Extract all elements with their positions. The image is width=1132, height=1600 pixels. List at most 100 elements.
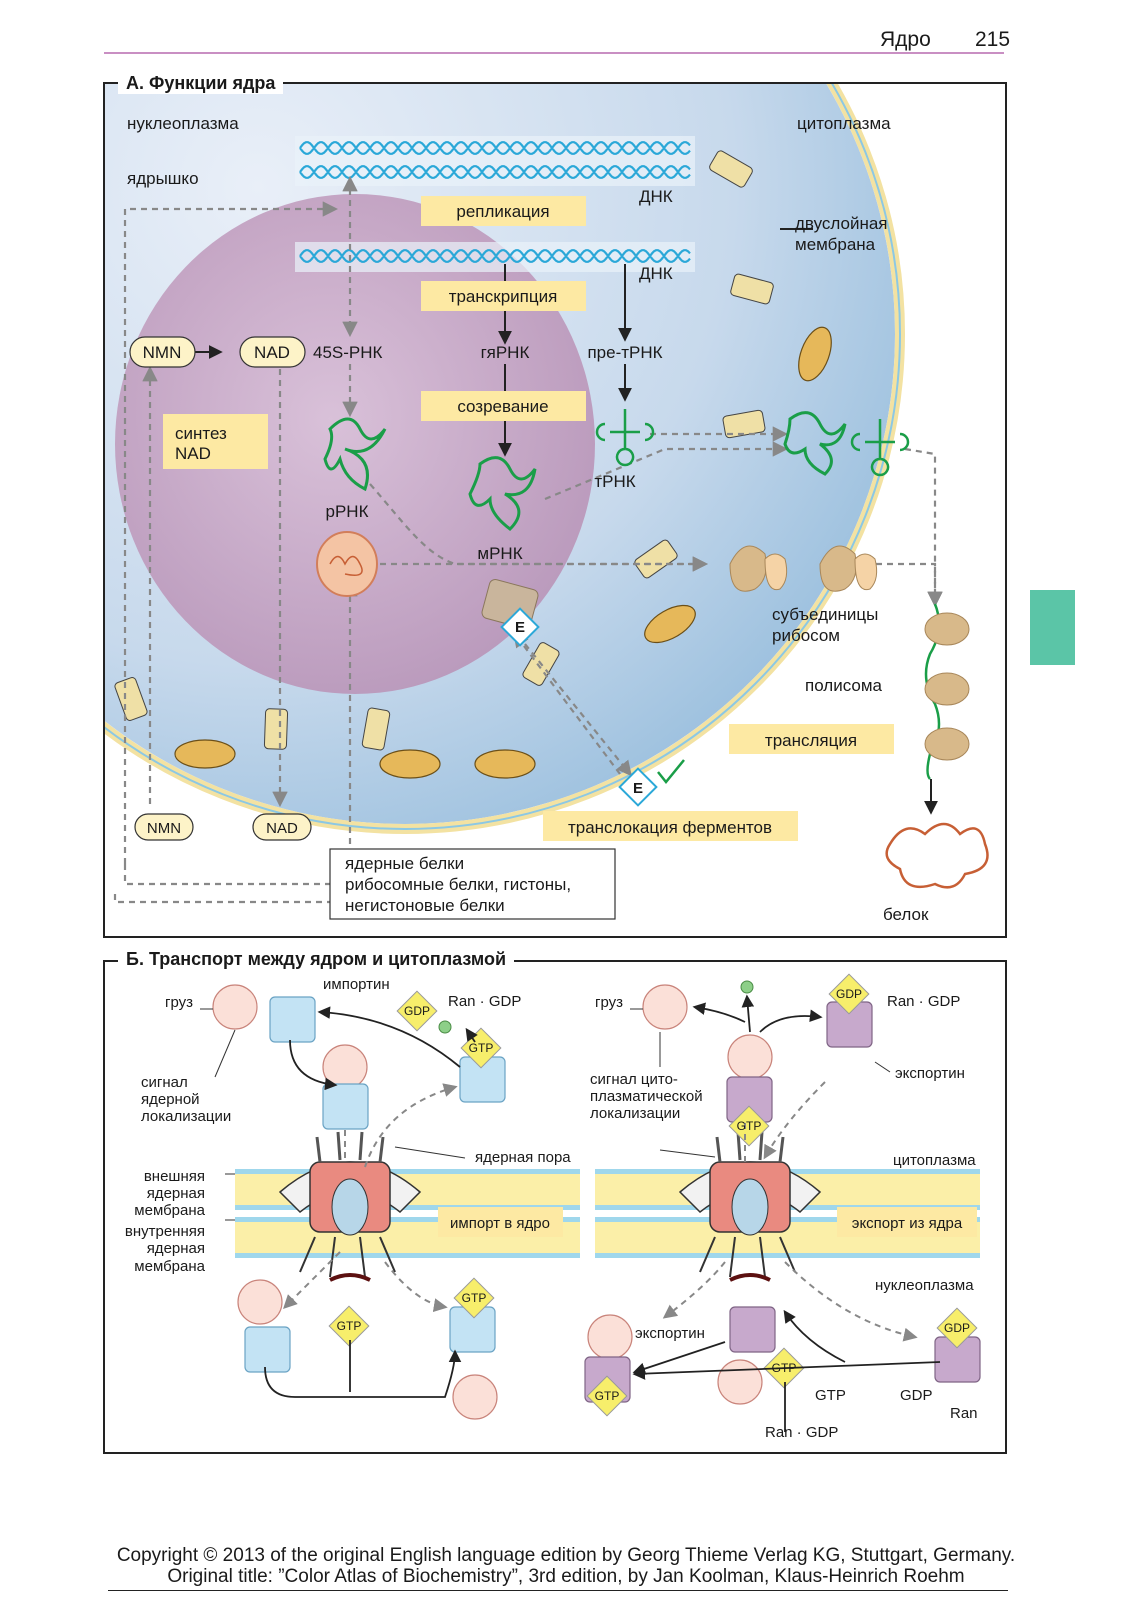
phosphate-right xyxy=(740,980,754,994)
polysome-ribosome-1 xyxy=(924,612,970,646)
cargo-nucleus-left xyxy=(237,1279,283,1325)
cytoplasmic-trna-clover xyxy=(850,419,910,477)
export-label: экспорт из ядра xyxy=(852,1215,963,1232)
nmn-cytoplasm-label: NMN xyxy=(147,820,181,837)
enzyme-diamond-1 xyxy=(500,607,540,647)
panel-b: груз импортин Ran · GDP сигнал ядерной л… xyxy=(103,960,1007,1454)
nes-label-2: плазматической xyxy=(590,1088,703,1105)
nucleolus-body xyxy=(115,194,595,694)
transcription-label: транскрипция xyxy=(449,287,558,306)
gtp-text-nucleus-right: GTP xyxy=(772,1361,797,1375)
copyright-line: Copyright © 2013 of the original English… xyxy=(116,1545,1016,1566)
panel-a-title: А. Функции ядра xyxy=(118,73,284,94)
dna-label-top: ДНК xyxy=(639,187,673,206)
proteins-label-1: ядерные белки xyxy=(345,854,464,873)
nad-synthesis-label-1: синтез xyxy=(175,424,227,443)
replication-box xyxy=(421,196,586,226)
gtp-text-exportin: GTP xyxy=(737,1119,762,1133)
proteins-label-3: негистоновые белки xyxy=(345,896,505,915)
panel-b-title: Б. Транспорт между ядром и цитоплазмой xyxy=(118,949,515,970)
importin-nucleus xyxy=(244,1326,291,1373)
check-mark xyxy=(657,759,685,784)
chapter-tab xyxy=(1030,590,1075,665)
polysome-ribosome-2 xyxy=(924,672,970,706)
large-subunit-1 xyxy=(729,545,767,592)
original-title-line: Original title: ”Color Atlas of Biochemi… xyxy=(167,1566,965,1587)
gdp-text-right: GDP xyxy=(836,987,862,1001)
outer-membrane-label-3: мембрана xyxy=(134,1202,205,1219)
protein-label: белок xyxy=(883,905,929,924)
nls-label-1: сигнал xyxy=(141,1074,188,1091)
large-subunit-2 xyxy=(819,545,857,592)
hnrna-label: гяРНК xyxy=(481,343,530,362)
importin-cargo xyxy=(322,1083,369,1130)
gtp-text-left: GTP xyxy=(469,1041,494,1055)
cytoplasm-label-b: цитоплазма xyxy=(893,1152,976,1169)
small-subunit-1 xyxy=(764,553,788,591)
gtp-diamond-exportin xyxy=(728,1105,770,1147)
cargo-bottom-right xyxy=(717,1359,763,1405)
export-box xyxy=(837,1207,977,1237)
dna-helix-top xyxy=(299,141,691,155)
translation-label: трансляция xyxy=(765,731,857,750)
cargo-exportin-complex xyxy=(727,1034,773,1080)
enzyme-label-2: E xyxy=(633,780,643,797)
header-rule xyxy=(104,52,1004,54)
nad-label: NAD xyxy=(254,343,290,362)
rna-45s-label: 45S-РНК xyxy=(313,343,383,362)
enzyme-label-1: E xyxy=(515,619,525,636)
panel-a-diagram: нуклеоплазма ядрышко цитоплазма ДНК ДНК … xyxy=(105,84,989,924)
inner-membrane-label-2: ядерная xyxy=(147,1240,205,1257)
gdp-label: GDP xyxy=(900,1387,933,1404)
gtp-diamond-exportin-nucleus xyxy=(586,1375,628,1417)
nmn-label: NMN xyxy=(143,343,182,362)
cargo-label-left: груз xyxy=(165,994,193,1011)
inner-membrane-label-1: внутренняя xyxy=(125,1223,205,1240)
nucleoplasm-label-b: нуклеоплазма xyxy=(875,1277,974,1294)
gtp-label: GTP xyxy=(815,1387,846,1404)
nad-synthesis-box xyxy=(163,414,268,469)
cytoplasm-label: цитоплазма xyxy=(797,114,891,133)
polysome-label: полисома xyxy=(805,676,883,695)
gtp-text-nucleus-left: GTP xyxy=(462,1291,487,1305)
cytoplasmic-rna-coil xyxy=(783,411,847,476)
inner-membrane-label-3: мембрана xyxy=(134,1258,205,1275)
gtp-text-exportin-nucleus: GTP xyxy=(595,1389,620,1403)
mrna-label: мРНК xyxy=(477,544,522,563)
phosphate-left xyxy=(438,1020,452,1034)
outer-membrane-label-2: ядерная xyxy=(147,1185,205,1202)
subunits-label-1: субъединицы xyxy=(772,605,878,624)
translocation-label: транслокация ферментов xyxy=(568,818,772,837)
nucleoplasm-label: нуклеоплазма xyxy=(127,114,239,133)
nad-pill xyxy=(239,336,306,368)
exportin-nucleus xyxy=(729,1306,776,1353)
nucleolus-label: ядрышко xyxy=(127,169,199,188)
gdp-text-left: GDP xyxy=(404,1004,430,1018)
panel-a: нуклеоплазма ядрышко цитоплазма ДНК ДНК … xyxy=(103,82,1007,938)
translation-box xyxy=(729,724,894,754)
subunits-label-2: рибосом xyxy=(772,626,840,645)
gdp-diamond-right xyxy=(828,973,870,1015)
pre-trna-label: пре-тРНК xyxy=(587,343,662,362)
nuclear-pore-right xyxy=(678,1131,822,1282)
membrane-label-2: мембрана xyxy=(795,235,876,254)
cargo-label-right: груз xyxy=(595,994,623,1011)
polysome-ribosome-3 xyxy=(924,727,970,761)
rrna-coil xyxy=(323,417,387,492)
trna-label: тРНК xyxy=(594,472,635,491)
small-subunit-2 xyxy=(854,553,878,591)
footer-rule xyxy=(108,1590,1008,1591)
nuclear-pore-left xyxy=(278,1131,422,1282)
ran-gdp-label-right: Ran · GDP xyxy=(887,993,960,1010)
outer-membrane-label-1: внешняя xyxy=(144,1168,205,1185)
ran-gdp-label-left: Ran · GDP xyxy=(448,993,521,1010)
nls-label-3: локализации xyxy=(141,1108,231,1125)
page-number: 215 xyxy=(975,28,1011,51)
membrane-label-1: двуслойная xyxy=(795,214,888,233)
mrna-coil xyxy=(468,456,537,531)
running-head-section: Ядро xyxy=(880,28,931,51)
proteins-box xyxy=(329,848,616,920)
ran-label: Ran xyxy=(950,1405,978,1422)
transcription-box xyxy=(421,281,586,311)
gdp-diamond-nucleus xyxy=(936,1307,978,1349)
